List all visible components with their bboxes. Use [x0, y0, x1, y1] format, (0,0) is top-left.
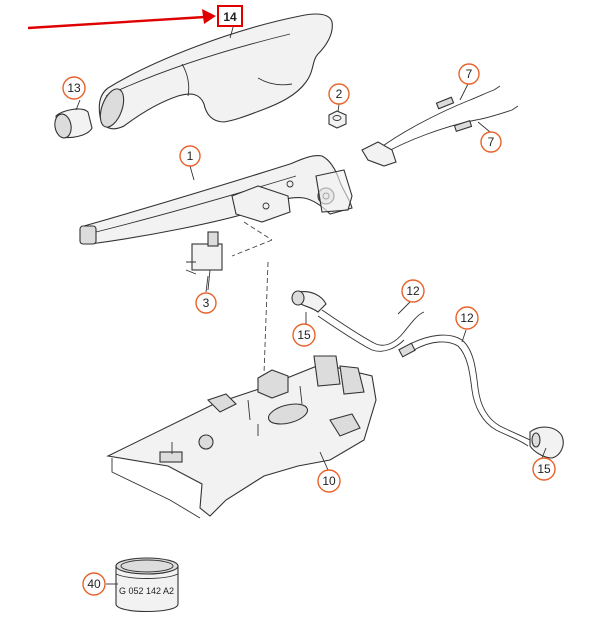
callout-2-label: 2: [336, 87, 343, 101]
part-13-end-cap: [54, 108, 93, 139]
callout-40-label: 40: [87, 577, 101, 591]
part-14-grip-cover: [98, 13, 333, 130]
callout-15-upper-label: 15: [297, 328, 311, 342]
leader-lines: [75, 23, 547, 585]
callout-1: 1: [179, 145, 201, 167]
part-12-upper-cable: [291, 290, 425, 352]
callout-7-lower: 7: [480, 131, 502, 153]
callout-10: 10: [317, 469, 341, 493]
callout-15-lower: 15: [532, 457, 556, 481]
callout-13: 13: [62, 76, 86, 100]
callout-40: 40: [82, 572, 106, 596]
callout-15-upper: 15: [292, 323, 316, 347]
part-12-right-cable: [398, 334, 564, 459]
callout-7-lower-label: 7: [488, 135, 495, 149]
callout-12-right: 12: [455, 306, 479, 330]
callout-1-label: 1: [187, 149, 194, 163]
part-2-nut: [328, 110, 347, 129]
callout-10-label: 10: [322, 474, 336, 488]
callout-14-label: 14: [223, 10, 237, 24]
callout-12-right-label: 12: [460, 311, 474, 325]
part-10-base-bracket: [106, 355, 377, 519]
callout-3: 3: [195, 292, 217, 314]
highlight-arrow: [27, 9, 216, 30]
part-1-lever: [79, 155, 353, 245]
callout-13-label: 13: [67, 81, 81, 95]
callout-14: 14: [217, 5, 243, 27]
callout-7-upper-label: 7: [466, 67, 473, 81]
callout-12-upper: 12: [401, 279, 425, 303]
part-3-switch: [185, 231, 223, 291]
callout-2: 2: [328, 83, 350, 105]
callout-12-upper-label: 12: [406, 284, 420, 298]
callout-3-label: 3: [203, 296, 210, 310]
callout-7-upper: 7: [458, 63, 480, 85]
callout-15-lower-label: 15: [537, 462, 551, 476]
part-40-grease-container: G 052 142 A2: [115, 557, 179, 613]
part-7-cables: [361, 85, 519, 167]
part-40-marking: G 052 142 A2: [119, 586, 174, 596]
